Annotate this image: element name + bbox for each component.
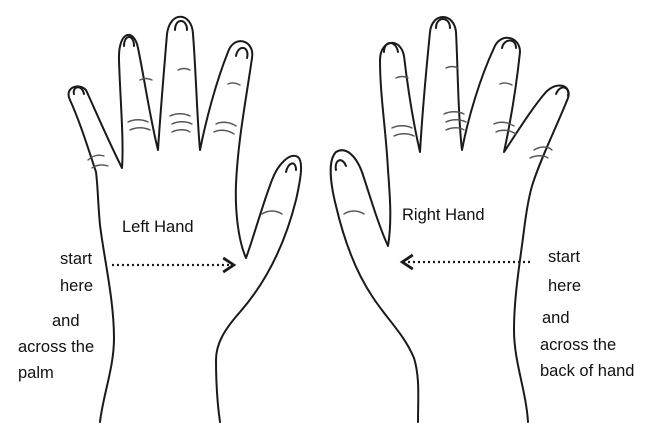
right-instruction-line-2: here (548, 277, 581, 296)
right-instruction-line-5: back of hand (540, 362, 635, 381)
right-instruction-line-3: and (542, 309, 570, 328)
right-hand-creases (344, 67, 552, 215)
left-instruction-line-1: start (60, 250, 92, 269)
right-ring-nail (502, 41, 516, 49)
left-thumb-nail (286, 163, 296, 172)
left-instruction-line-2: here (60, 277, 93, 296)
right-instruction-line-1: start (548, 248, 580, 267)
left-hand-title: Left Hand (122, 218, 194, 237)
right-pinky-nail (556, 87, 568, 96)
left-instruction-line-5: palm (18, 364, 54, 383)
right-instruction-line-4: across the (540, 336, 616, 355)
right-thumb-nail (336, 160, 346, 170)
left-hand-creases (88, 69, 282, 215)
right-middle-nail (436, 19, 450, 28)
left-index-nail (236, 48, 247, 58)
left-instruction-line-4: across the (18, 338, 94, 357)
left-ring-nail (124, 37, 134, 46)
left-instruction-line-3: and (52, 312, 80, 331)
right-hand-title: Right Hand (402, 206, 485, 225)
left-middle-nail (175, 21, 187, 30)
